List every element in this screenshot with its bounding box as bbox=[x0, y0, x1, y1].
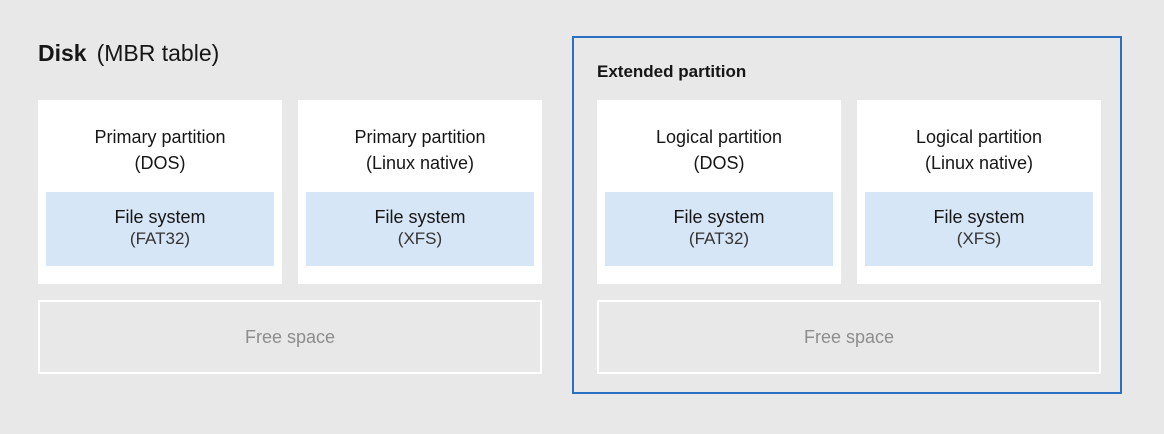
file-system-label: File system bbox=[374, 207, 466, 227]
disk-free-space: Free space bbox=[38, 300, 542, 374]
partition-type: (Linux native) bbox=[924, 153, 1034, 173]
file-system-box: File system (FAT32) bbox=[46, 192, 274, 266]
logical-partition-dos: Logical partition (DOS) File system (FAT… bbox=[597, 100, 841, 284]
file-system-box: File system (XFS) bbox=[306, 192, 534, 266]
file-system-label: File system bbox=[933, 207, 1025, 227]
file-system-type: (XFS) bbox=[397, 229, 443, 248]
logical-partition-linux: Logical partition (Linux native) File sy… bbox=[857, 100, 1101, 284]
file-system-type: (XFS) bbox=[956, 229, 1002, 248]
file-system-type: (FAT32) bbox=[688, 229, 750, 248]
partition-name: Logical partition bbox=[655, 127, 783, 147]
partition-type: (DOS) bbox=[693, 153, 745, 173]
disk-title: Disk (MBR table) bbox=[38, 38, 219, 68]
file-system-type: (FAT32) bbox=[129, 229, 191, 248]
partition-title: Logical partition (DOS) bbox=[597, 124, 841, 176]
partition-type: (DOS) bbox=[134, 153, 186, 173]
file-system-box: File system (XFS) bbox=[865, 192, 1093, 266]
partition-title: Primary partition (Linux native) bbox=[298, 124, 542, 176]
file-system-label: File system bbox=[673, 207, 765, 227]
partition-title: Logical partition (Linux native) bbox=[857, 124, 1101, 176]
partition-name: Primary partition bbox=[354, 127, 486, 147]
extended-free-space: Free space bbox=[597, 300, 1101, 374]
extended-partition-title: Extended partition bbox=[597, 62, 747, 81]
partition-title: Primary partition (DOS) bbox=[38, 124, 282, 176]
primary-partition-linux: Primary partition (Linux native) File sy… bbox=[298, 100, 542, 284]
disk-title-label: Disk bbox=[38, 40, 87, 66]
file-system-box: File system (FAT32) bbox=[605, 192, 833, 266]
partition-type: (Linux native) bbox=[365, 153, 475, 173]
partition-name: Primary partition bbox=[94, 127, 226, 147]
partition-name: Logical partition bbox=[915, 127, 1043, 147]
primary-partition-dos: Primary partition (DOS) File system (FAT… bbox=[38, 100, 282, 284]
disk-table-type: (MBR table) bbox=[96, 40, 220, 66]
file-system-label: File system bbox=[114, 207, 206, 227]
extended-partition-box bbox=[572, 36, 1122, 394]
